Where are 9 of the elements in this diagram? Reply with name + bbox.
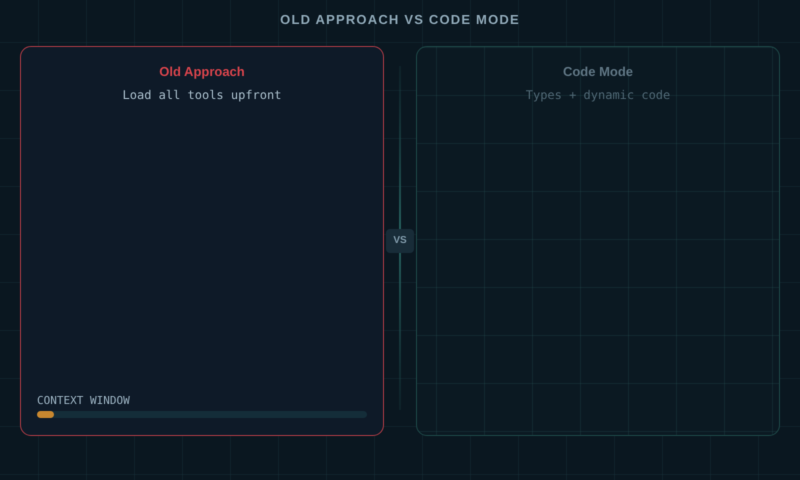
panel-subtitle: Types + dynamic code (526, 88, 670, 102)
panel-heading: Old Approach (159, 64, 245, 79)
context-window-label: CONTEXT WINDOW (37, 394, 130, 407)
panel-subtitle: Load all tools upfront (122, 88, 282, 102)
comparison-panel (20, 46, 384, 436)
versus-badge: VS (386, 229, 414, 253)
panel-heading: Code Mode (562, 64, 634, 79)
comparison-panel (416, 46, 780, 436)
diagram-title: OLD APPROACH VS CODE MODE (280, 12, 520, 27)
